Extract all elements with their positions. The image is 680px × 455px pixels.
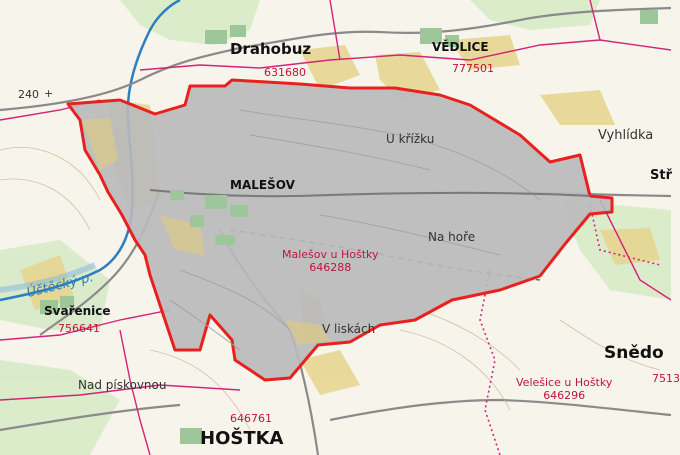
town-label-vedlice: VĚDLICE: [432, 40, 489, 54]
town-label-drahobuz: Drahobuz: [230, 40, 312, 58]
inner-road: [149, 189, 591, 198]
cadastral-code-drahobuz: 631680: [264, 66, 306, 79]
cadastral-code-vedlice: 777501: [452, 62, 494, 75]
dotted-boundary: [479, 204, 661, 455]
selected-cadastral-area[interactable]: [66, 78, 614, 382]
town-label-malesov: MALEŠOV: [230, 178, 295, 192]
cadastral-code-snedovice: 7513: [652, 372, 680, 385]
malesov-village: [170, 190, 248, 245]
field-name-vyhlidka: Vyhlídka: [598, 128, 654, 143]
selected-area-code: 646288: [309, 261, 352, 274]
other-area-name: Velešice u Hoštky: [516, 376, 613, 389]
settlements: [40, 10, 658, 444]
field-name-na-hore: Na hoře: [428, 230, 476, 244]
field-name-v-liskach: V liskách: [322, 322, 376, 336]
elevation-marker-icon: +: [44, 87, 54, 100]
town-label-hostka: HOŠTKA: [200, 428, 284, 449]
stream-branch: [0, 262, 97, 293]
elevation-label: 240: [18, 88, 39, 101]
town-label-svarenice: Svařenice: [44, 304, 111, 318]
inner-contours: [169, 109, 541, 351]
cadastral-code-svarenice: 756641: [58, 322, 100, 335]
selected-area-label: Malešov u Hoštky 646288: [282, 248, 379, 274]
cadastral-code-hostka: 646761: [230, 412, 272, 425]
town-label-snedovice: Snědo: [604, 343, 664, 363]
field-name-nad-piskovnou: Nad pískovnou: [78, 378, 167, 392]
other-area-label-velesice: Velešice u Hoštky 646296: [516, 376, 612, 402]
other-area-code: 646296: [543, 389, 586, 402]
field-name-u-krizku: U křížku: [386, 132, 435, 146]
selected-area-name: Malešov u Hoštky: [282, 248, 379, 261]
contour-lines: [0, 147, 661, 431]
town-label-str: Stř: [650, 168, 672, 183]
